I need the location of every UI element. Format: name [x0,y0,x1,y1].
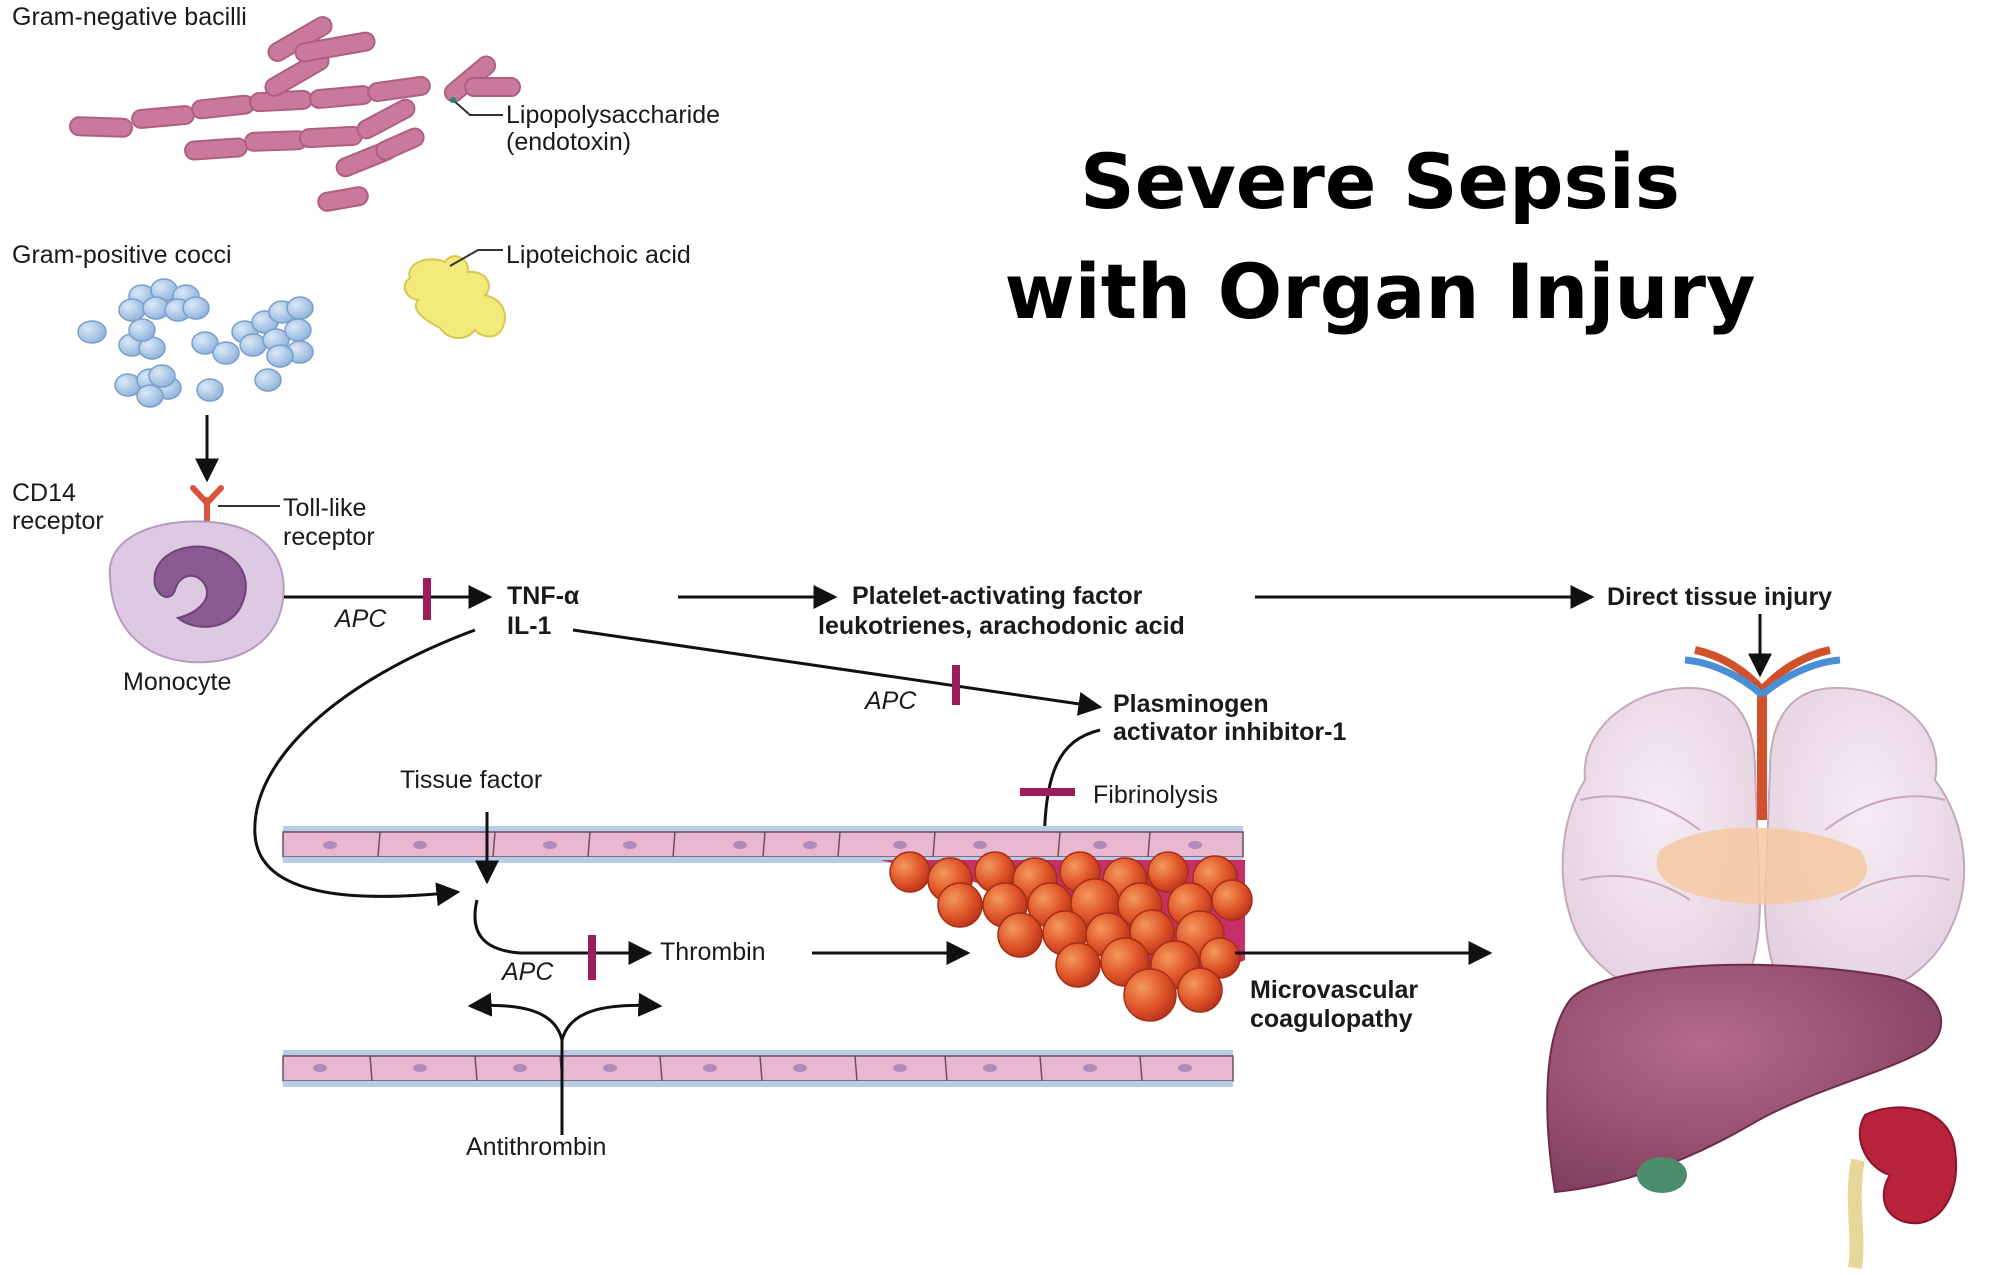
title-line-2: with Organ Injury [930,240,1830,344]
lipoteichoic-acid-icon [405,256,505,338]
arrow-antithrombin-left [470,1005,562,1040]
ureter-icon [1855,1160,1858,1268]
arrow-antithrombin-right [562,1005,660,1040]
label-paf-2: leukotrienes, arachodonic acid [818,612,1185,641]
label-antithrombin: Antithrombin [466,1133,606,1162]
label-coag-2: coagulopathy [1250,1005,1413,1034]
label-tnf: TNF-α [507,582,579,611]
label-fibrinolysis: Fibrinolysis [1093,781,1218,810]
label-apc-3: APC [502,958,553,987]
label-direct-injury: Direct tissue injury [1607,583,1832,612]
upper-endothelium [283,826,1243,863]
receptor-icon [193,488,221,520]
lps-marker-icon [450,97,456,103]
title-line-1: Severe Sepsis [930,130,1830,234]
lower-endothelium [283,1050,1233,1087]
label-pai-2: activator inhibitor-1 [1113,718,1346,747]
microvascular-clot-icon [880,852,1252,1021]
kidney-icon [1860,1107,1956,1223]
label-coag-1: Microvascular [1250,976,1418,1005]
label-apc-2: APC [865,687,916,716]
arrow-il1-to-pai1 [573,630,1100,707]
label-il1: IL-1 [507,612,551,641]
label-lta: Lipoteichoic acid [506,241,691,270]
label-apc-1: APC [335,605,386,634]
label-paf-1: Platelet-activating factor [852,582,1142,611]
label-cd14-1: CD14 [12,479,76,508]
label-cd14-2: receptor [12,507,104,536]
label-monocyte: Monocyte [123,668,231,697]
label-lps-2: (endotoxin) [506,128,631,157]
label-tissue-factor: Tissue factor [400,766,542,795]
label-toll-1: Toll-like [283,494,366,523]
label-toll-2: receptor [283,523,375,552]
gram-negative-bacilli-icon [70,14,520,212]
label-pai-1: Plasminogen [1113,690,1269,719]
label-lps-1: Lipopolysaccharide [506,101,720,130]
gram-positive-cocci-icon [78,279,313,407]
monocyte-icon [110,521,284,662]
gallbladder-icon [1637,1157,1687,1193]
tissue-factor-curve [475,900,520,953]
label-gram-positive: Gram-positive cocci [12,241,232,270]
label-gram-negative: Gram-negative bacilli [12,3,247,32]
lps-leader-line [453,100,503,115]
label-thrombin: Thrombin [660,938,766,967]
lungs-icon [1563,650,1965,1010]
